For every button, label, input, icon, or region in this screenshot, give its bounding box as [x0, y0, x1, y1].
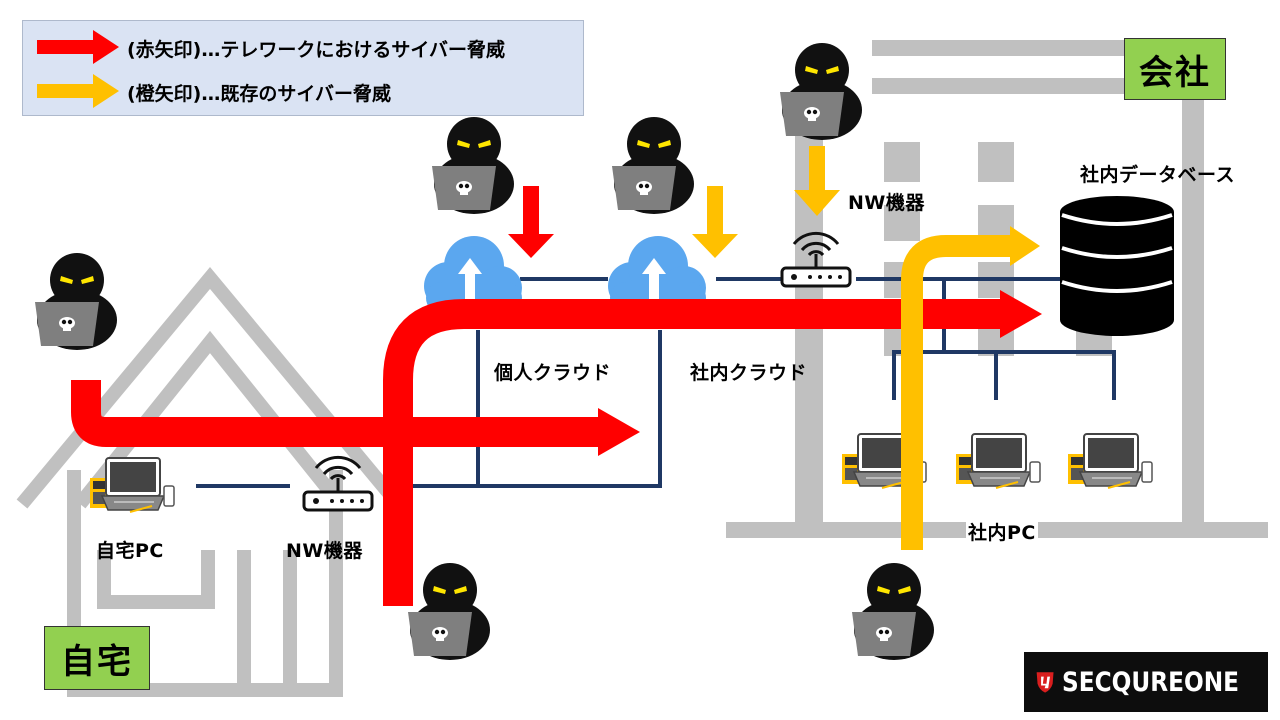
orange-arrows: [692, 146, 1040, 550]
company-cloud-label: 社内クラウド: [690, 362, 808, 384]
legend: (赤矢印)…テレワークにおけるサイバー脅威 (橙矢印)…既存のサイバー脅威: [22, 20, 584, 116]
home-place-label: 自宅: [44, 626, 150, 690]
company-place-label: 会社: [1124, 38, 1226, 100]
shield-logo-icon: [1036, 672, 1054, 693]
legend-red-text: (赤矢印)…テレワークにおけるサイバー脅威: [127, 39, 505, 61]
company-database: [1060, 196, 1174, 336]
hacker-icon: [780, 43, 862, 140]
hacker-icon: [612, 117, 694, 214]
red-arrows: [71, 186, 1042, 606]
home-pc-label: 自宅PC: [96, 540, 164, 562]
orange-arrow-icon: [37, 74, 119, 108]
secqureone-logo: SECQUREONE: [1024, 652, 1268, 712]
hacker-icon: [432, 117, 514, 214]
legend-orange-row: (橙矢印)…既存のサイバー脅威: [23, 71, 583, 111]
legend-red-row: (赤矢印)…テレワークにおけるサイバー脅威: [23, 27, 583, 67]
company-nw-label: NW機器: [848, 192, 925, 214]
company-pc-icon: [1067, 433, 1153, 489]
home-nw-label: NW機器: [286, 540, 363, 562]
legend-orange-text: (橙矢印)…既存のサイバー脅威: [127, 83, 391, 105]
hacker-icon: [852, 563, 934, 660]
company-pc-label: 社内PC: [966, 518, 1038, 545]
company-pc-icon: [955, 433, 1041, 489]
company-db-label: 社内データベース: [1080, 164, 1236, 186]
hacker-icon: [35, 253, 117, 350]
logo-text: SECQUREONE: [1062, 666, 1240, 698]
red-arrow-icon: [37, 30, 119, 64]
personal-cloud-label: 個人クラウド: [494, 362, 612, 384]
hacker-icon: [408, 563, 490, 660]
